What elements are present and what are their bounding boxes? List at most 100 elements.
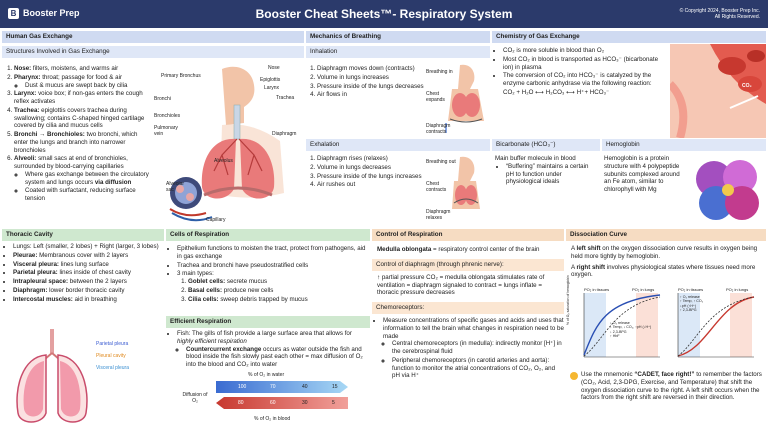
right-shift-text: A right shift involves physiological sta…	[571, 263, 756, 279]
blood-value: 60	[270, 400, 276, 406]
fig-breathing-out: Breathing out	[426, 159, 456, 165]
list-item: Pharynx: throat; passage for food & air …	[14, 74, 152, 90]
list-item: Intercostal muscles: aid in breathing	[13, 296, 162, 304]
list-item: Coated with surfactant, reducing surface…	[25, 187, 152, 203]
mnemonic-block: Use the mnemonic “CADET, face right!” to…	[570, 371, 764, 402]
list-item: Peripheral chemoreceptors (in carotid ar…	[392, 357, 564, 380]
label-bronchi: Bronchi	[154, 96, 171, 102]
list-item: Bronchi → Bronchioles: two bronchi, whic…	[14, 131, 152, 154]
hemoglobin-molecule-illustration	[696, 160, 759, 220]
list-item: Goblet cells: secrete mucus	[188, 278, 368, 286]
bicarbonate-text: Main buffer molecule in blood “Buffering…	[492, 155, 598, 187]
mechanics-panel: Mechanics of Breathing Inhalation Diaphr…	[306, 31, 490, 227]
list-item: Most CO₂ in blood is transported as HCO₃…	[503, 56, 668, 72]
co2-label: CO₂	[742, 83, 752, 89]
list-item: 3 main types: Goblet cells: secrete mucu…	[177, 270, 368, 303]
chemistry-list: CO₂ is more soluble in blood than O₂ Mos…	[492, 47, 668, 97]
thoracic-panel: Thoracic Cavity Lungs: Left (smaller, 2 …	[2, 229, 164, 431]
list-item: Trachea: epiglottis covers trachea durin…	[14, 107, 152, 130]
list-item: Pleurae: Membranous cover with 2 layers	[13, 252, 162, 260]
gas-exchange-heading: Human Gas Exchange	[2, 31, 304, 43]
exhalation-illustration	[452, 156, 480, 209]
label-bronchioles: Bronchioles	[154, 113, 181, 119]
label-capillary: Capillary	[206, 217, 226, 223]
list-item: Cilia cells: sweep debris trapped by muc…	[188, 296, 368, 304]
legend-item: ↓ O₂ release	[610, 321, 630, 325]
structures-list: Nose: filters, moistens, and warms air P…	[2, 65, 152, 204]
fig-breathing-in: Breathing in	[426, 69, 453, 75]
chemoreceptors-list: Measure concentrations of specific gases…	[372, 314, 564, 380]
inhalation-list: Diaphragm moves down (contracts) Volume …	[306, 65, 424, 100]
copyright-line-1: © Copyright 2024, Booster Prep Inc.	[679, 8, 760, 14]
mnemonic-text: Use the mnemonic “CADET, face right!” to…	[581, 371, 762, 402]
brand-logo[interactable]: B Booster Prep	[8, 8, 80, 20]
hemoglobin-text: Hemoglobin is a protein structure with 4…	[604, 155, 680, 193]
header-bar: B Booster Prep Booster Cheat Sheets™- Re…	[0, 0, 768, 28]
chemoreceptors-heading: Chemoreceptors:	[372, 302, 564, 314]
chemistry-panel: Chemistry of Gas Exchange CO₂ is more so…	[492, 31, 766, 227]
list-item: Pressure inside of the lungs increases	[317, 173, 424, 181]
label-alveolar-sac: Alveolar sac	[166, 181, 185, 194]
right-graph-legend: ↑ O₂ release ↑ Temp, ↑ CO₂ ↓pH (↑H⁺) ↑ 2…	[680, 295, 703, 312]
diaphragm-control-text: ↑ partial pressure CO₂ = medulla oblonga…	[377, 273, 545, 297]
water-value: 100	[238, 384, 247, 390]
list-item: Fish: The gills of fish provide a large …	[177, 330, 368, 369]
list-item: CO₂ is more soluble in blood than O₂	[503, 47, 668, 55]
list-item: Trachea and bronchi have pseudostratifie…	[177, 262, 368, 270]
label-nose: Nose	[268, 65, 280, 71]
list-item: Parietal pleura: lines inside of chest c…	[13, 269, 162, 277]
respiratory-anatomy-illustration	[169, 66, 284, 222]
left-shift-graph	[583, 293, 661, 358]
list-item: Pressure inside of the lungs decreases	[317, 83, 424, 91]
exhalation-list: Diaphragm rises (relaxes) Volume in lung…	[306, 155, 424, 190]
dissociation-heading: Dissociation Curve	[566, 229, 766, 241]
gas-exchange-panel: Human Gas Exchange Structures Involved i…	[2, 31, 304, 227]
pleura-lungs-illustration	[16, 329, 88, 423]
label-diaphragm: Diaphragm	[272, 131, 297, 137]
bicarbonate-desc: Main buffer molecule in blood	[495, 155, 576, 162]
label-visceral-pleura: Visceral pleura	[96, 365, 129, 371]
list-item: Diaphragm: lower border thoracic cavity	[13, 287, 162, 295]
list-item: Lungs: Left (smaller, 2 lobes) + Right (…	[13, 243, 162, 251]
legend-item: ↓ Temp, ↓ CO₂, ↑pH (↓H⁺)	[610, 325, 652, 330]
left-shift-text: A left shift on the oxygen dissociation …	[571, 245, 758, 260]
list-item: Dust & mucus are swept back by cilia	[25, 82, 152, 90]
right-graph-title: PO₂ in tissues	[678, 287, 704, 292]
right-graph-title-2: PO₂ in lungs	[726, 287, 749, 292]
list-item: Diaphragm rises (relaxes)	[317, 155, 424, 163]
blood-o2-label: % of O₂ in blood	[254, 416, 291, 422]
list-item: Alveoli: small sacs at end of bronchiole…	[14, 155, 152, 203]
cells-list: Epithelium functions to moisten the trac…	[166, 245, 368, 304]
list-item: Nose: filters, moistens, and warms air	[14, 65, 152, 73]
blood-value: 80	[238, 400, 244, 406]
label-trachea: Trachea	[276, 95, 295, 101]
list-item: Countercurrent exchange occurs as water …	[186, 346, 368, 369]
list-item: Diaphragm moves down (contracts)	[317, 65, 424, 73]
lightbulb-icon	[570, 372, 578, 380]
legend-item: ↑ HbF	[610, 333, 620, 338]
chemistry-heading: Chemistry of Gas Exchange	[492, 31, 766, 43]
blood-value: 5	[332, 400, 335, 406]
left-graph-title: PO₂ in tissues	[584, 287, 610, 292]
red-blood-cells-illustration	[670, 44, 766, 138]
diaphragm-control-heading: Control of diaphragm (through phrenic ne…	[372, 258, 564, 271]
countercurrent-diagram	[216, 381, 348, 409]
legend-item: ↓pH (↑H⁺)	[680, 303, 697, 308]
copyright: © Copyright 2024, Booster Prep Inc. All …	[680, 8, 760, 21]
inhalation-illustration	[445, 64, 484, 133]
cells-heading: Cells of Respiration	[166, 229, 370, 241]
label-alveolus: Alveolus	[214, 158, 233, 164]
reaction-equation: CO₂ + H₂O ⟷ H₂CO₃ ⟷ H⁺+ HCO₃⁻	[503, 88, 610, 96]
efficient-heading: Efficient Respiration	[166, 316, 370, 328]
page-title: Booster Cheat Sheets™- Respiratory Syste…	[255, 7, 513, 21]
efficient-panel: Efficient Respiration Fish: The gills of…	[166, 316, 370, 431]
water-o2-label: % of O₂ in water	[248, 372, 285, 378]
list-item: Central chemoreceptors (in medulla): ind…	[392, 340, 564, 356]
medulla-text: Medulla oblongata = respiratory control …	[377, 246, 540, 253]
thoracic-list: Lungs: Left (smaller, 2 lobes) + Right (…	[2, 243, 162, 304]
list-item: Volume in lungs decreases	[317, 164, 424, 172]
legend-item: ↓ 2,3-BPG	[610, 329, 627, 334]
left-graph-legend: ↓ O₂ release ↓ Temp, ↓ CO₂, ↑pH (↓H⁺) ↓ …	[610, 321, 651, 338]
fig-diaphragm-contracts: Diaphragm contracts	[426, 123, 451, 136]
list-item: Visceral pleura: lines lung surface	[13, 261, 162, 269]
